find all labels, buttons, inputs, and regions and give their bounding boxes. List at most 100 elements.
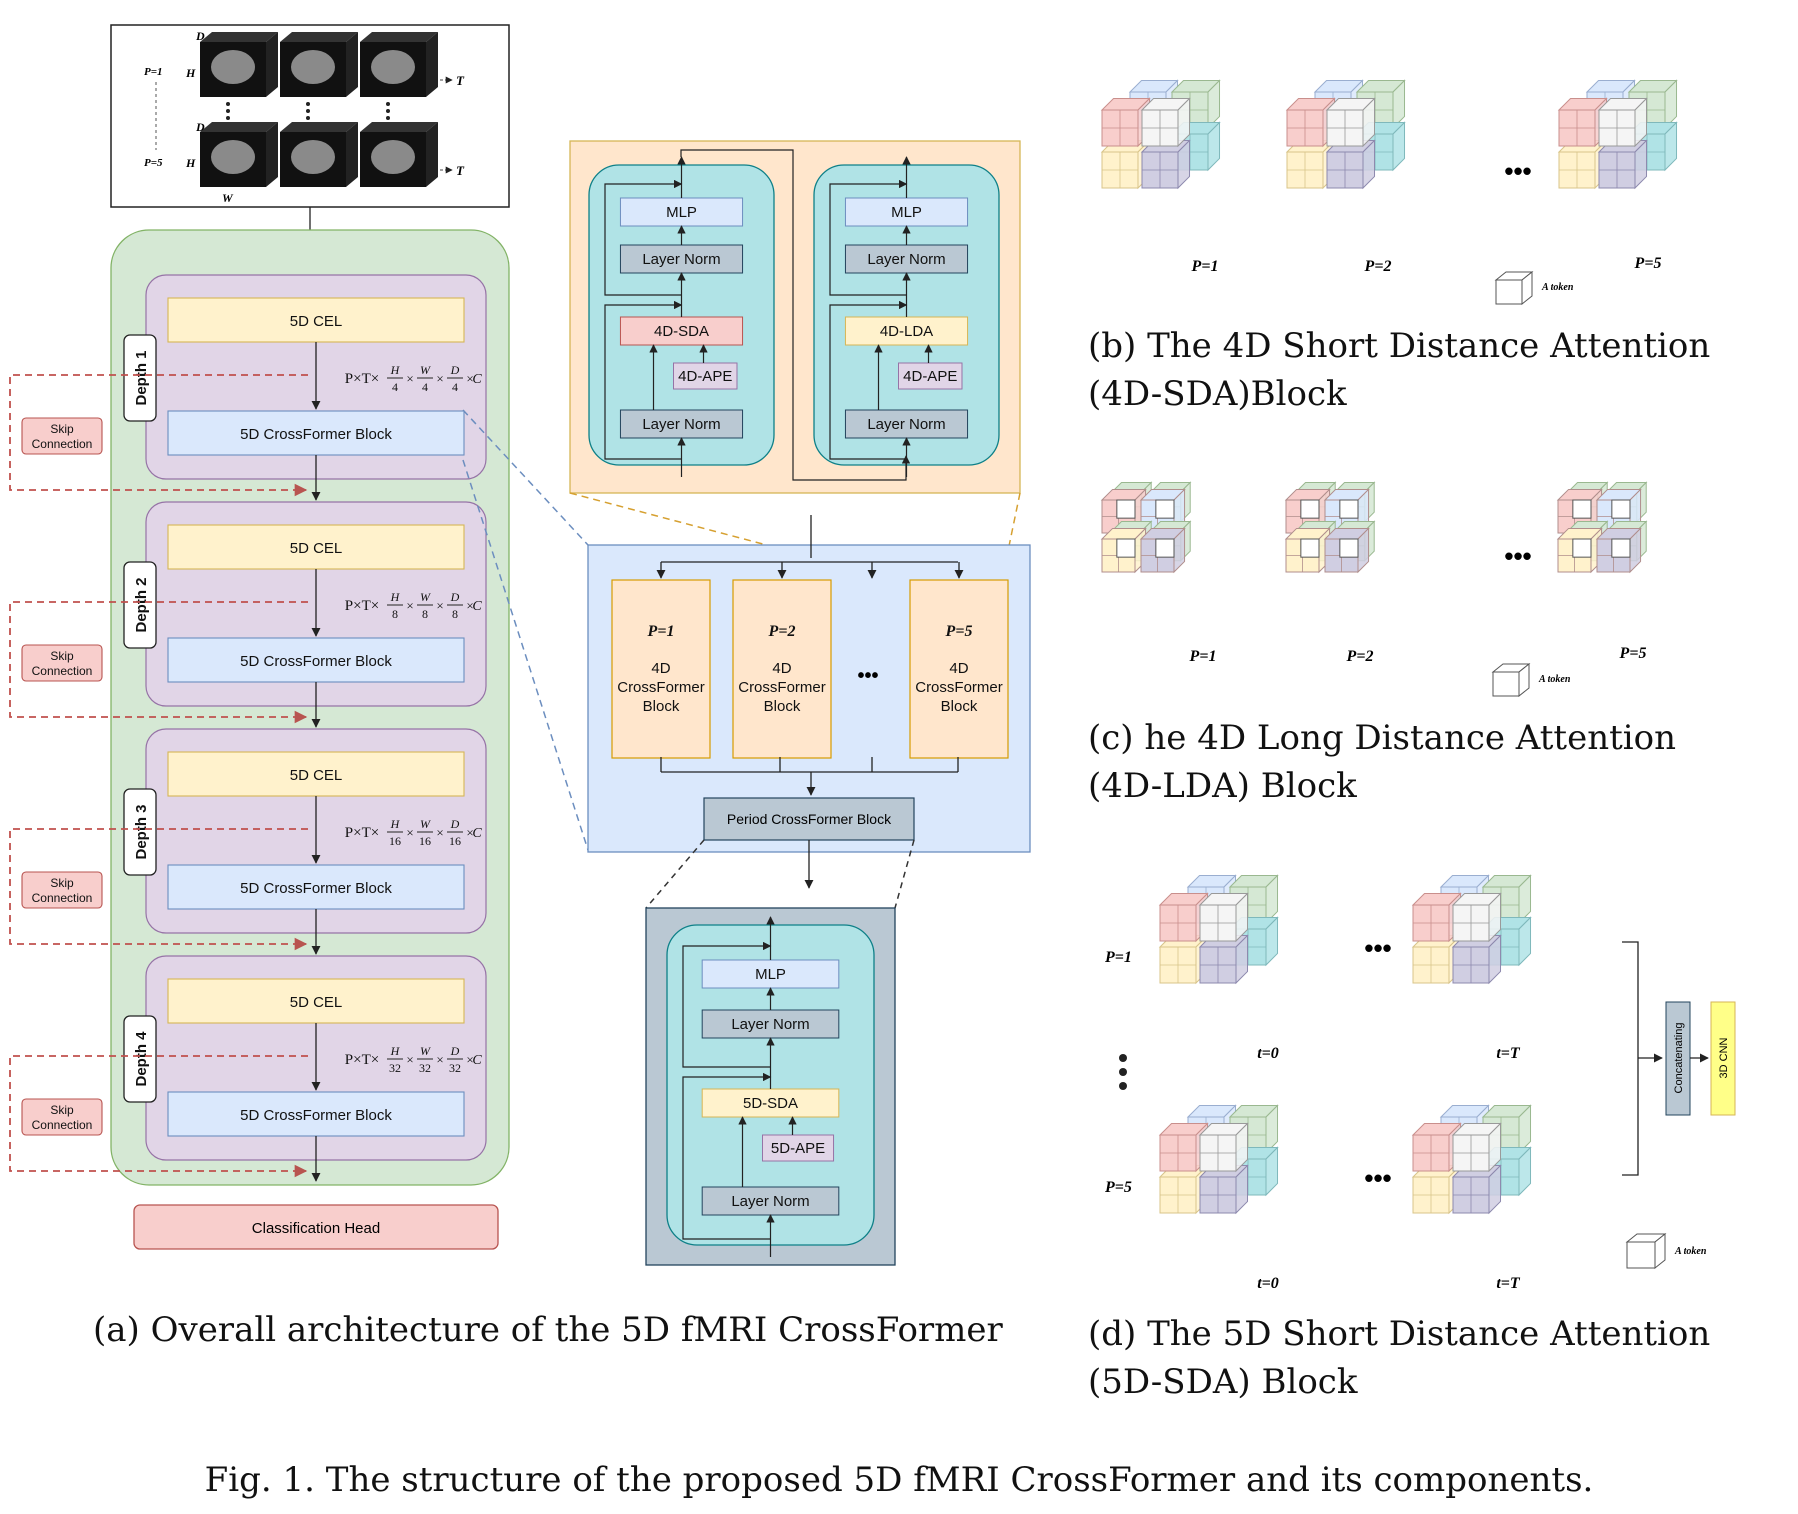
cnn-label: 3D CNN [1718, 1037, 1730, 1078]
frac-num-1-0: H [390, 363, 401, 377]
c-cluster-3-q0-token [1572, 499, 1592, 519]
times-sign: × [466, 825, 473, 840]
cel-label-4: 5D CEL [290, 994, 343, 1011]
sda5-mlp [701, 959, 840, 989]
cel-box-4 [167, 978, 465, 1024]
c-cluster-2-q1-token [1339, 499, 1359, 519]
c-cluster-3-q2-token [1572, 538, 1592, 558]
skip-box-4 [21, 1098, 103, 1136]
d-token-label: A token [1674, 1246, 1707, 1257]
times-sign: × [406, 1052, 413, 1067]
frac-den-4-0: 32 [389, 1061, 401, 1075]
frac-den-3-1: 16 [419, 834, 431, 848]
period-l3-1: Block [643, 698, 680, 715]
p-top-label: P=1 [144, 66, 163, 78]
times-sign: × [466, 598, 473, 613]
lda-residual-2 [829, 179, 908, 296]
shape-prefix-1: P×T× [345, 371, 379, 387]
d-label-t0-bottom: t=0 [1257, 1275, 1279, 1292]
c-label-p5: P=5 [1619, 645, 1647, 662]
c-symbol-4: C [472, 1053, 482, 1068]
skip-line2-3: Connection [32, 891, 93, 905]
brain-volume-row-top [200, 32, 438, 97]
cel-label-1: 5D CEL [290, 313, 343, 330]
period-blocks: P=14DCrossFormerBlockP=24DCrossFormerBlo… [611, 562, 1009, 759]
frac-num-3-0: H [390, 817, 401, 831]
shape-formula-1: P×T×H4×W4×D4×C [345, 363, 483, 394]
skip-line2-4: Connection [32, 1118, 93, 1132]
sda-norm-bottom [619, 409, 744, 439]
period-l1-2: 4D [772, 660, 791, 677]
frac-den-4-1: 32 [419, 1061, 431, 1075]
c-cluster-2-q3-token [1339, 538, 1359, 558]
crossformer-block-4 [167, 1091, 465, 1137]
period-l2-1: CrossFormer [617, 679, 705, 696]
c-symbol-1: C [472, 372, 482, 387]
c-symbol-3: C [472, 826, 482, 841]
lda-norm-top-label: Layer Norm [867, 251, 945, 268]
shape-formula-4: P×T×H32×W32×D32×C [345, 1044, 483, 1075]
sda5-attn-label: 5D-SDA [743, 1095, 798, 1112]
t-label-top: T [456, 73, 465, 88]
depth-label-4: Depth 4 [133, 1031, 150, 1087]
h-label-top: H [185, 66, 196, 80]
sda5-norm-top [701, 1009, 840, 1039]
period-block-2 [732, 579, 832, 759]
caption-a: (a) Overall architecture of the 5D fMRI … [93, 1310, 1003, 1350]
d-label-p5: P=5 [1104, 1179, 1132, 1196]
frac-num-2-1: W [420, 590, 431, 604]
c-cluster-1-q3-token [1155, 538, 1175, 558]
lda-mlp [844, 197, 969, 227]
sda-ape [673, 362, 738, 390]
concatenating-label: Concatenating [1673, 1023, 1685, 1094]
frac-den-1-2: 4 [452, 380, 458, 394]
period-block-3 [909, 579, 1009, 759]
c-ellipsis: ••• [1504, 541, 1531, 571]
lda-attn-label: 4D-LDA [880, 323, 933, 340]
times-sign: × [406, 371, 413, 386]
d-label-top: D [195, 29, 205, 43]
sda-to-lda-link [680, 149, 911, 481]
depth-label-1: Depth 1 [133, 350, 150, 405]
depth-tag-3 [123, 788, 157, 876]
crossformer-label-4: 5D CrossFormer Block [240, 1107, 392, 1124]
crossformer-block-2 [167, 637, 465, 683]
period-l2-3: CrossFormer [915, 679, 1003, 696]
cel-box-2 [167, 524, 465, 570]
panel-c-cubes [1100, 481, 1648, 574]
crossformer-label-1: 5D CrossFormer Block [240, 426, 392, 443]
c-cluster-3-q3-token [1611, 538, 1631, 558]
skip-line2-1: Connection [32, 437, 93, 451]
lda-ape [898, 362, 963, 390]
d-ellipsis-top: ••• [1364, 933, 1391, 963]
c-cluster-2-q0-token [1300, 499, 1320, 519]
crossformer-block-3 [167, 864, 465, 910]
frac-num-3-2: D [450, 817, 460, 831]
frac-num-4-2: D [450, 1044, 460, 1058]
w-label: W [222, 191, 234, 205]
lda-attn [844, 316, 969, 346]
h-label-bottom: H [185, 156, 196, 170]
c-token-icon [1491, 662, 1531, 698]
frac-den-2-2: 8 [452, 607, 458, 621]
d-token-icon [1625, 1232, 1667, 1270]
caption-c: (c) he 4D Long Distance Attention (4D-LD… [1088, 718, 1677, 806]
depth-tag-2 [123, 561, 157, 649]
caption-d: (d) The 5D Short Distance Attention (5D-… [1088, 1314, 1711, 1402]
shape-formula-3: P×T×H16×W16×D16×C [345, 817, 483, 848]
shape-prefix-2: P×T× [345, 598, 379, 614]
sda5-residual-2 [682, 941, 772, 1068]
sda5-ape-label: 5D-APE [771, 1140, 825, 1157]
crossformer-label-3: 5D CrossFormer Block [240, 880, 392, 897]
skip-line1-4: Skip [50, 1103, 74, 1117]
sda5-mlp-label: MLP [755, 966, 786, 983]
b-label-p1: P=1 [1191, 258, 1219, 275]
times-sign: × [406, 598, 413, 613]
skip-box-1 [21, 417, 103, 455]
frac-num-2-0: H [390, 590, 401, 604]
sda-residual-2 [604, 179, 683, 296]
p-bottom-label: P=5 [144, 157, 163, 169]
lda-mlp-label: MLP [891, 204, 922, 221]
